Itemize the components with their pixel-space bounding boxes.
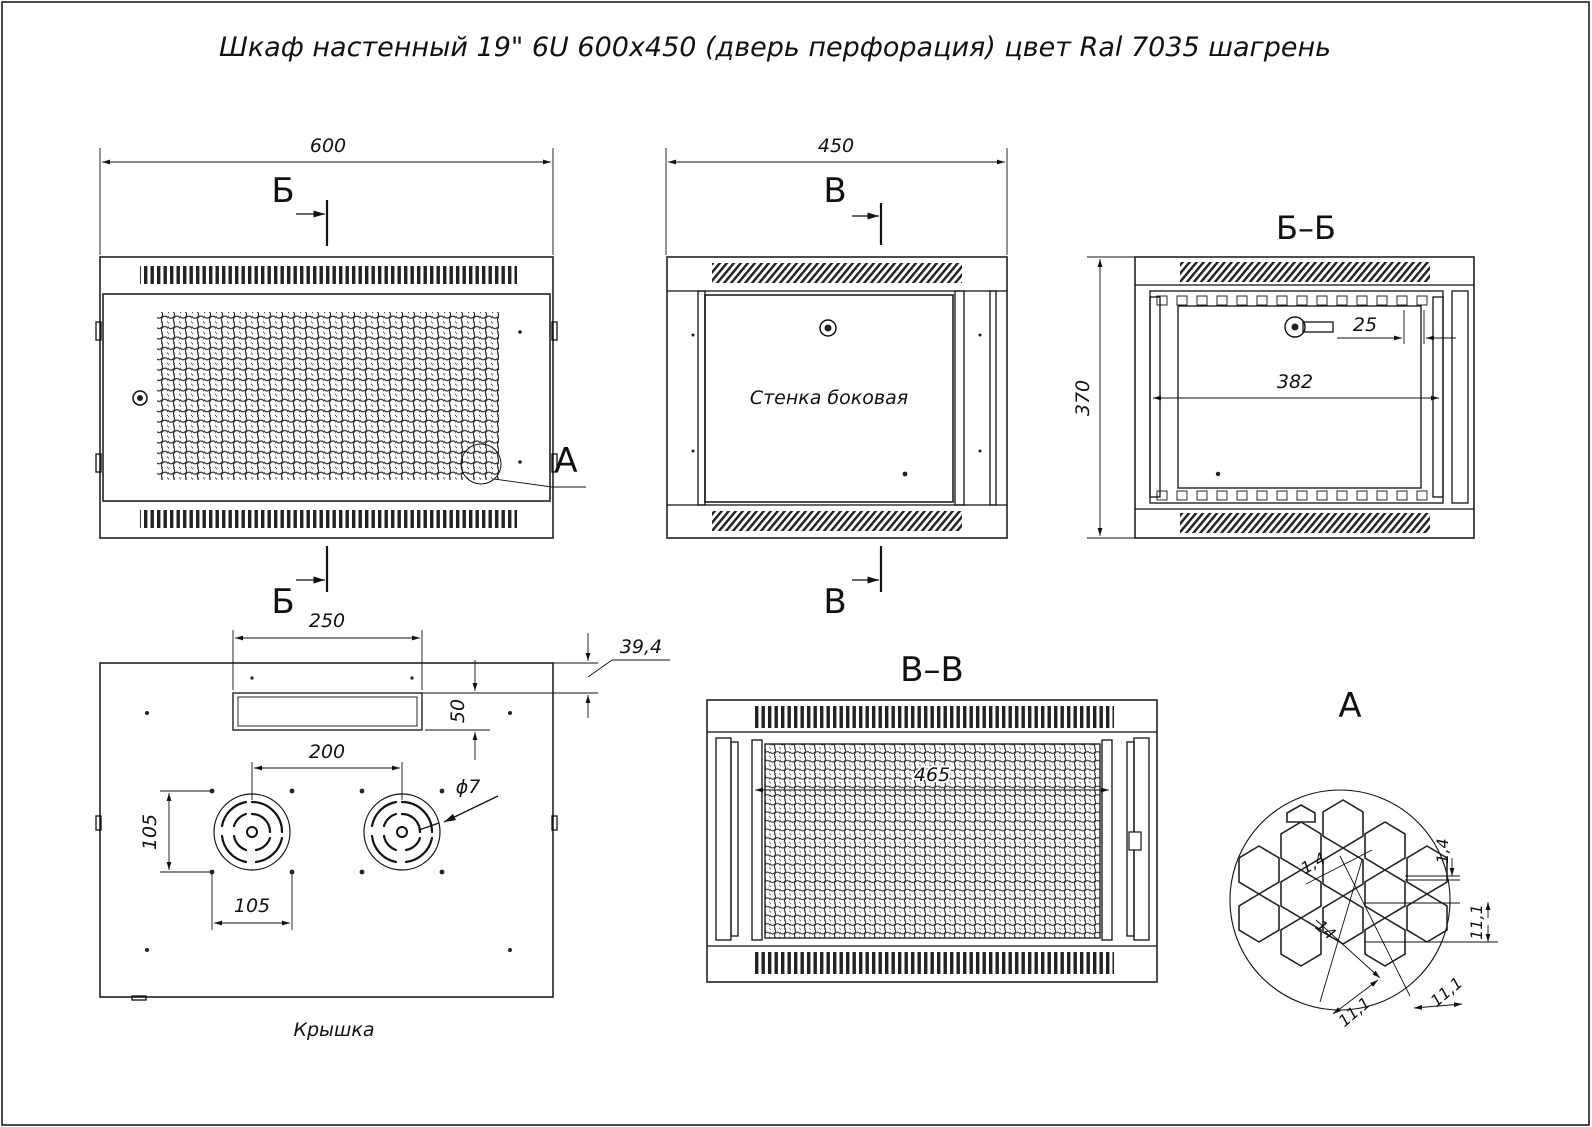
drawing-title: Шкаф настенный 19" 6U 600х450 (дверь пер…: [219, 32, 1331, 63]
bb-rail-top: [1156, 295, 1428, 306]
section-vv-title: В–В: [900, 650, 964, 690]
bb-offset-dim: 25: [1353, 314, 1377, 336]
slot-width-dim: 250: [309, 610, 345, 632]
section-vv: В–В 465: [706, 650, 1158, 983]
section-bb-title: Б–Б: [1276, 209, 1336, 247]
detail-a-title: А: [1338, 686, 1361, 726]
detail-pitch-dim-1: 11,1: [1467, 904, 1486, 940]
vv-bottom-vent: [752, 952, 1114, 974]
hole-diameter-dim: ϕ7: [456, 776, 481, 798]
top-view: 250 50 39,4: [95, 610, 670, 1041]
front-view: 600 Б Б А: [95, 135, 586, 622]
section-mark-v-top: В: [823, 171, 846, 211]
section-bb-body: [1134, 256, 1475, 539]
section-mark-b-bottom: Б: [271, 582, 294, 622]
side-top-vent: [712, 263, 962, 283]
detail-a: А 1,4: [1229, 686, 1498, 1031]
fan-holes-v-dim: 105: [139, 814, 161, 850]
vv-top-vent: [752, 706, 1114, 728]
slot-offset-dim: 39,4: [620, 636, 662, 658]
detail-a-circle: [460, 443, 502, 485]
side-lock: [819, 319, 837, 337]
top-vent-slots: [140, 266, 517, 284]
bb-bottom-vent: [1180, 513, 1430, 533]
side-view: 450 В В Стенка боковая: [665, 135, 1008, 622]
vv-inner-dim: 465: [914, 764, 950, 786]
section-mark-v-bottom: В: [823, 582, 846, 622]
cable-slot: [232, 692, 423, 731]
door-lock: [132, 390, 148, 406]
detail-cell-dim-2: 1,4: [1433, 838, 1452, 863]
vv-perforated-door: [764, 743, 1101, 939]
detail-cell-dim-1: 1,4: [1297, 849, 1329, 878]
side-wall-label: Стенка боковая: [750, 387, 908, 409]
slot-height-dim: 50: [447, 699, 469, 723]
bb-lock: [1284, 316, 1306, 338]
detail-pitch-dim-2: 11,1: [1335, 993, 1375, 1030]
fan-spacing-dim: 200: [309, 741, 345, 763]
detail-a-callout: А: [554, 441, 577, 481]
top-cover: [99, 662, 554, 998]
section-bb-height-dim: 370: [1072, 380, 1094, 416]
bottom-vent-slots: [140, 510, 517, 528]
detail-a-hexagons: [1238, 799, 1448, 967]
bb-top-vent: [1180, 262, 1430, 282]
bb-inner-dim: 382: [1277, 371, 1313, 393]
fan-grille-left: [209, 788, 295, 875]
bb-rail-bottom: [1156, 490, 1428, 501]
door-perforation: [157, 312, 499, 480]
fan-holes-h-dim: 105: [234, 895, 270, 917]
section-mark-b-top: Б: [271, 171, 294, 211]
side-bottom-vent: [712, 511, 962, 531]
section-bb: Б–Б 370: [1072, 209, 1475, 539]
side-width-dim: 450: [818, 135, 854, 157]
front-width-dim: 600: [310, 135, 346, 157]
cover-label: Крышка: [293, 1019, 374, 1041]
